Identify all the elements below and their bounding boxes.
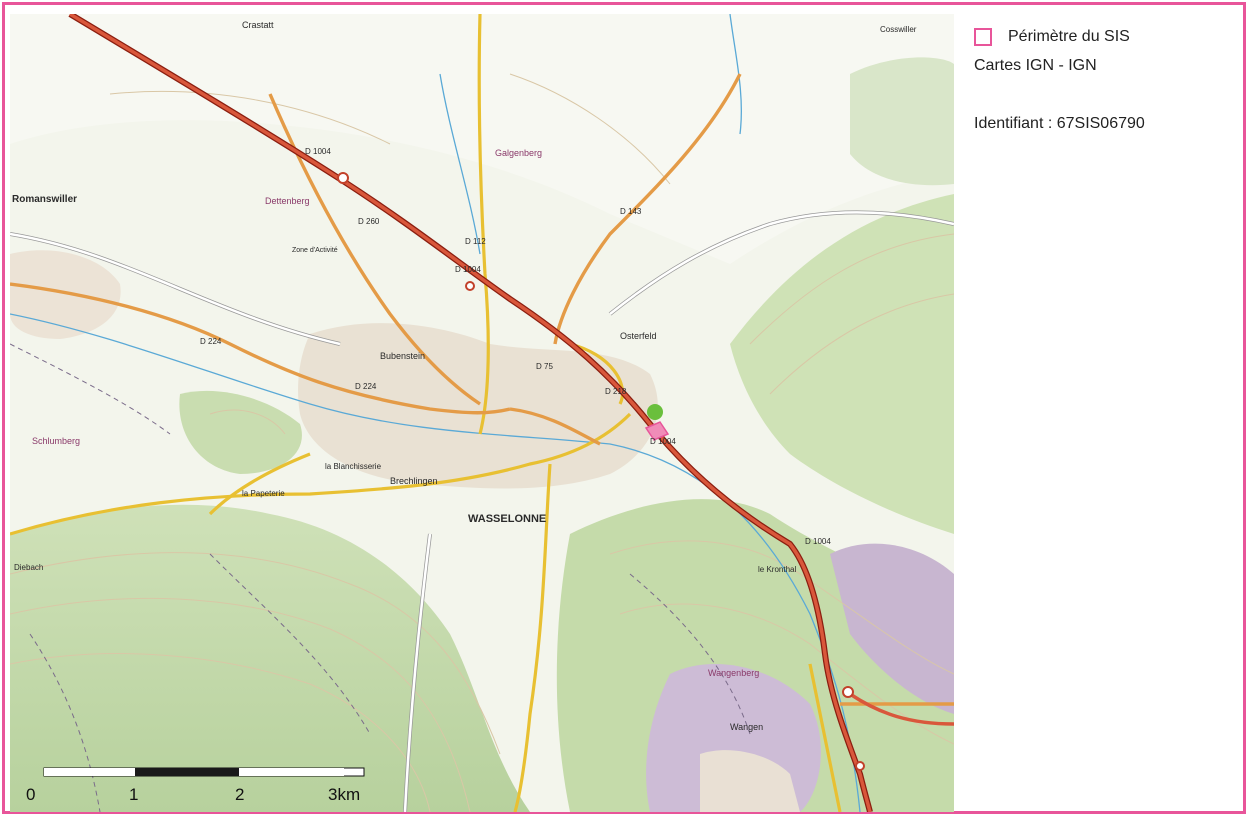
label-le-kronthal: le Kronthal [758,565,796,574]
scale-label-3km: 3km [328,785,360,804]
label-crastatt: Crastatt [242,20,274,30]
relief-purple-east [830,543,954,714]
forest-hill [179,390,302,474]
road-label-d143: D 143 [620,207,642,216]
roundabout-north [337,172,349,184]
scale-segment-1 [44,768,135,776]
road-label-d224: D 224 [200,337,222,346]
site-marker[interactable] [647,404,663,420]
road-label-d218: D 218 [605,387,627,396]
scale-label-2: 2 [235,785,244,804]
scale-bar: 0 1 2 3km [26,767,365,804]
label-la-blanchisserie: la Blanchisserie [325,462,382,471]
road-label-d1004-c: D 1004 [650,437,676,446]
label-bubenstein: Bubenstein [380,351,425,361]
map-legend: Périmètre du SIS Cartes IGN - IGN Identi… [974,26,1234,133]
dashed-paths [10,343,751,812]
sis-perimeter-shape[interactable] [644,421,670,441]
orange-roads [10,73,954,706]
perimeter-swatch-icon [974,28,992,46]
road-label-d1004-b: D 1004 [455,265,481,274]
label-zone-activite: Zone d'Activité [292,247,338,254]
town-wangen-area [700,750,800,812]
label-wangenberg: Wangenberg [708,668,759,678]
label-romanswiller: Romanswiller [12,194,77,205]
scale-label-0: 0 [26,785,35,804]
yellow-roads [10,14,842,812]
fields-north [10,14,954,264]
road-label-d112: D 112 [465,237,486,246]
town-romanswiller-area [10,250,121,339]
label-dettenberg: Dettenberg [265,196,310,206]
minor-roads [10,210,954,812]
roundabout-south [842,686,854,698]
road-label-d260: D 260 [358,217,380,226]
label-diebach: Diebach [14,563,43,572]
scale-segment-2 [135,768,239,776]
legend-perimeter-row: Périmètre du SIS [974,26,1234,48]
forest-south-west [10,504,530,812]
forest-north-east [850,57,954,186]
scale-label-1: 1 [129,785,138,804]
main-road-d1004 [69,14,872,812]
label-brechlingen: Brechlingen [390,476,438,486]
roundabout-center [465,281,475,291]
label-osterfeld: Osterfeld [620,331,657,341]
road-label-d1004-a: D 1004 [305,147,331,156]
main-road-branch-east [849,692,954,726]
road-label-d1004-d: D 1004 [805,537,831,546]
label-wasselonne: WASSELONNE [468,513,546,525]
topographic-map[interactable]: Romanswiller WASSELONNE Brechlingen Bube… [10,14,954,812]
roundabout-far-south [855,761,865,771]
town-wasselonne-area [298,323,658,489]
label-la-papeterie: la Papeterie [242,489,285,498]
label-cosswiller: Cosswiller [880,25,917,34]
road-label-d75: D 75 [536,362,553,371]
label-schlumberg: Schlumberg [32,436,80,446]
legend-source-label: Cartes IGN - IGN [974,57,1097,74]
label-wangen: Wangen [730,722,763,732]
legend-identifier-label: Identifiant : 67SIS06790 [974,115,1145,132]
forest-east [730,194,954,534]
legend-perimeter-label: Périmètre du SIS [1008,28,1130,45]
scale-segment-3 [239,768,344,776]
road-label-d224b: D 224 [355,382,377,391]
map-canvas: Romanswiller WASSELONNE Brechlingen Bube… [10,14,954,812]
label-galgenberg: Galgenberg [495,148,542,158]
